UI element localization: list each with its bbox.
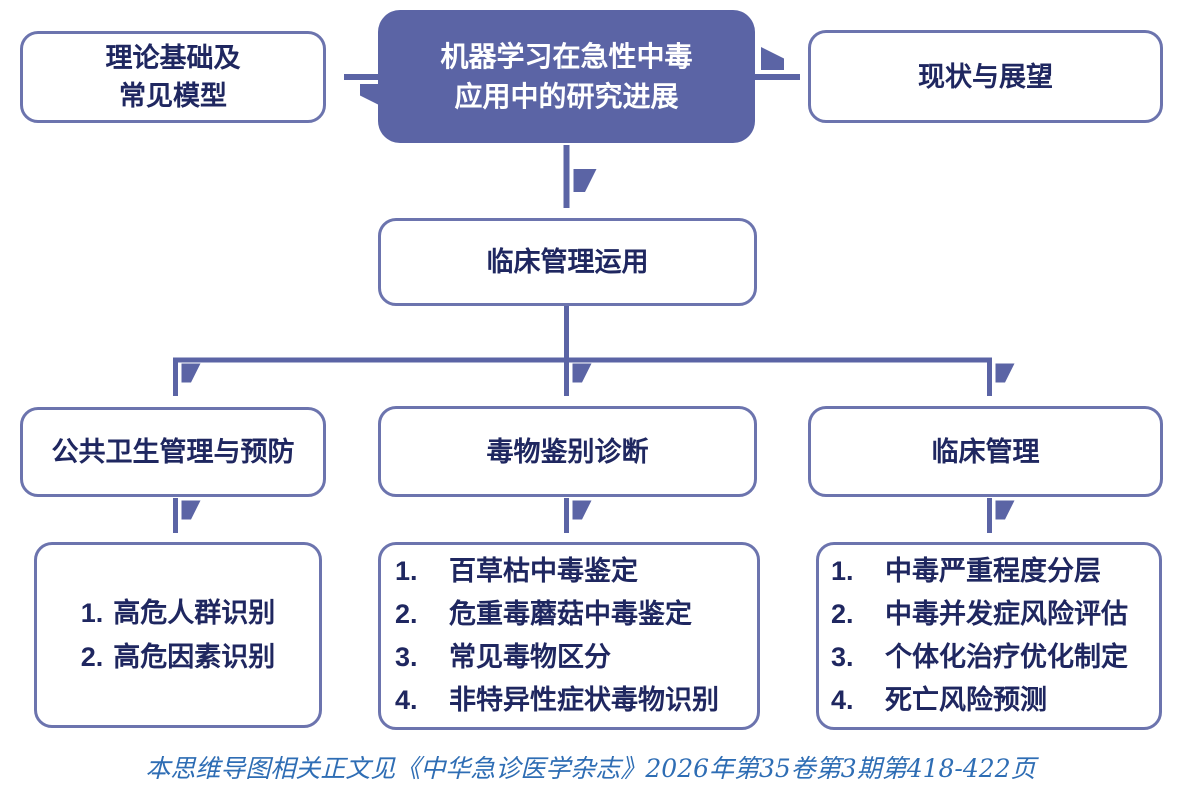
clinical-application-node: 临床管理运用: [378, 218, 757, 306]
outlook-node: 现状与展望: [808, 30, 1163, 123]
list-item: 1. 中毒严重程度分层: [831, 550, 1128, 593]
clinical-management-label: 临床管理: [931, 436, 1040, 467]
poison-identification-label: 毒物鉴别诊断: [486, 436, 649, 467]
item-number: 2.: [831, 599, 854, 629]
public-health-item-list: 1. 高危人群识别 2. 高危因素识别: [81, 591, 276, 679]
item-number: 1.: [831, 556, 854, 586]
item-label: 常见毒物区分: [449, 642, 611, 672]
item-number: 2.: [80, 642, 104, 672]
item-number: 1.: [395, 556, 418, 586]
list-item: 2. 高危因素识别: [81, 635, 276, 679]
root-title-line2: 应用中的研究进展: [454, 80, 679, 112]
root-node: 机器学习在急性中毒 应用中的研究进展: [378, 10, 755, 143]
column-header-clinical-management: 临床管理: [808, 406, 1163, 497]
poison-identification-detail-box: 1. 百草枯中毒鉴定 2. 危重毒蘑菇中毒鉴定 3. 常见毒物区分 4. 非特异…: [378, 542, 760, 730]
theory-node: 理论基础及 常见模型: [20, 31, 326, 123]
public-health-label: 公共卫生管理与预防: [51, 437, 295, 467]
list-item: 2. 危重毒蘑菇中毒鉴定: [395, 593, 719, 636]
outlook-label: 现状与展望: [918, 61, 1053, 92]
list-item: 1. 高危人群识别: [81, 591, 276, 635]
item-number: 1.: [80, 598, 104, 628]
item-label: 百草枯中毒鉴定: [449, 556, 638, 586]
clinical-application-label: 临床管理运用: [486, 247, 649, 277]
item-label: 中毒并发症风险评估: [885, 599, 1128, 629]
list-item: 3. 常见毒物区分: [395, 636, 719, 679]
item-label: 死亡风险预测: [885, 685, 1047, 715]
item-label: 中毒严重程度分层: [885, 556, 1101, 586]
list-item: 2. 中毒并发症风险评估: [831, 593, 1128, 636]
root-title-line1: 机器学习在急性中毒: [440, 40, 693, 72]
theory-label-line1: 理论基础及: [105, 43, 241, 73]
item-number: 3.: [395, 642, 418, 672]
clinical-management-item-list: 1. 中毒严重程度分层 2. 中毒并发症风险评估 3. 个体化治疗优化制定 4.…: [831, 550, 1128, 722]
item-label: 危重毒蘑菇中毒鉴定: [449, 599, 692, 629]
item-label: 高危因素识别: [113, 642, 276, 672]
item-number: 4.: [831, 685, 854, 715]
list-item: 3. 个体化治疗优化制定: [831, 636, 1128, 679]
list-item: 4. 死亡风险预测: [831, 679, 1128, 722]
item-label: 高危人群识别: [113, 598, 276, 628]
column-header-public-health: 公共卫生管理与预防: [20, 407, 326, 497]
item-number: 3.: [831, 642, 854, 672]
item-number: 2.: [395, 599, 418, 629]
list-item: 4. 非特异性症状毒物识别: [395, 679, 719, 722]
item-label: 个体化治疗优化制定: [885, 642, 1128, 672]
clinical-management-detail-box: 1. 中毒严重程度分层 2. 中毒并发症风险评估 3. 个体化治疗优化制定 4.…: [816, 542, 1162, 730]
item-label: 非特异性症状毒物识别: [449, 685, 719, 715]
list-item: 1. 百草枯中毒鉴定: [395, 550, 719, 593]
source-caption: 本思维导图相关正文见《中华急诊医学杂志》2026年第35卷第3期第418-422…: [145, 754, 1036, 783]
column-header-poison-identification: 毒物鉴别诊断: [378, 406, 757, 497]
item-number: 4.: [395, 685, 418, 715]
public-health-detail-box: 1. 高危人群识别 2. 高危因素识别: [34, 542, 322, 728]
theory-label-line2: 常见模型: [119, 81, 227, 111]
poison-identification-item-list: 1. 百草枯中毒鉴定 2. 危重毒蘑菇中毒鉴定 3. 常见毒物区分 4. 非特异…: [395, 550, 719, 722]
